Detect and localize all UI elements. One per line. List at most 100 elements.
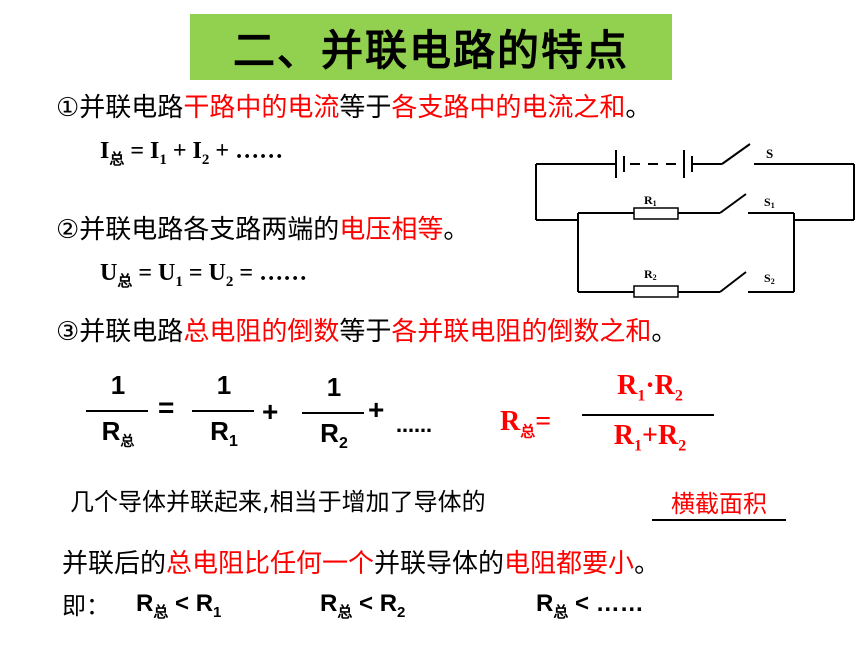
conclusion-2-red-2: 电阻都要小 (504, 549, 635, 579)
voltage-formula: U总 = U1 = U2 = …… (100, 260, 307, 291)
point-1-red-1: 干路中的电流 (183, 93, 340, 123)
current-formula-eq: = I (124, 138, 160, 164)
s2-label: S2 (764, 271, 775, 286)
frac-r2-bar (302, 412, 364, 414)
inequality-a-letter: R (136, 590, 154, 617)
voltage-formula-sub-1: 1 (175, 273, 183, 290)
reciprocal-plus-1: + (262, 396, 279, 427)
point-3-red-2: 各并联电阻的倒数之和 (391, 317, 652, 347)
point-2-lead: ②并联电路各支路两端的 (56, 215, 340, 245)
conclusion-2-tail: 。 (634, 549, 661, 579)
den-r1: R (613, 420, 635, 451)
point-3-mid: 等于 (339, 317, 392, 347)
current-formula: I总 = I1 + I2 + …… (100, 138, 283, 169)
voltage-formula-rest: = …… (233, 260, 308, 286)
num-r1-sub: 1 (637, 387, 646, 405)
current-formula-lhs-sub: 总 (109, 151, 125, 168)
current-formula-rest: + …… (209, 138, 284, 164)
switch-main-label: S (766, 146, 773, 161)
inequality-c: R总 < …… (536, 590, 644, 622)
point-1-tail: 。 (625, 93, 652, 123)
point-2-red: 电压相等 (339, 215, 444, 245)
r2-label-sub: 2 (653, 273, 657, 282)
current-formula-lhs: I (100, 138, 110, 164)
s2-label-sub: 2 (771, 277, 775, 286)
r1-label-sub: 1 (653, 199, 657, 208)
num-r2-sub: 2 (674, 387, 683, 405)
point-2: ②并联电路各支路两端的电压相等。 (56, 214, 469, 246)
frac-r1-den-letter: R (210, 416, 229, 446)
current-formula-sub-2: 2 (201, 151, 210, 168)
frac-r2-denominator: R2 (306, 418, 362, 453)
den-r2-sub: 2 (678, 437, 687, 455)
point-2-tail: 。 (443, 215, 470, 245)
den-r2: +R (642, 420, 679, 451)
point-1-lead: ①并联电路 (56, 93, 184, 123)
point-3-tail: 。 (651, 317, 678, 347)
inequality-a-index: 1 (213, 603, 222, 621)
conclusion-2-lead: 并联后的 (62, 549, 167, 579)
conclusion-1: 几个导体并联起来,相当于增加了导体的 (70, 486, 486, 518)
point-3-lead: ③并联电路 (56, 317, 184, 347)
current-formula-plus: + I (166, 138, 202, 164)
r2-label-letter: R (644, 267, 653, 281)
inequality-b-sub: 总 (337, 603, 353, 621)
inequality-b-rest: < R (352, 590, 398, 617)
inequality-a-sub: 总 (153, 603, 169, 621)
r2-label: R2 (644, 267, 657, 282)
inequality-a-rest: < R (168, 590, 214, 617)
s1-label: S1 (764, 195, 775, 210)
inequality-a: R总 < R1 (136, 590, 221, 622)
voltage-formula-eq: = U (132, 260, 176, 286)
conclusion-2: 并联后的总电阻比任何一个并联导体的电阻都要小。 (62, 548, 660, 580)
title-banner: 二、并联电路的特点 (190, 14, 672, 80)
inequality-prefix: 即： (62, 592, 110, 620)
product-formula-numerator: R1·R2 (590, 370, 710, 406)
frac-total-den-sub: 总 (120, 433, 135, 450)
point-1-red-2: 各支路中的电流之和 (391, 93, 626, 123)
product-formula-lhs: R总= (500, 406, 551, 442)
num-r1: R (617, 370, 638, 401)
current-formula-sub-1: 1 (159, 151, 167, 168)
frac-total-numerator: 1 (110, 370, 126, 400)
inequality-b-index: 2 (397, 603, 406, 621)
voltage-formula-eq-2: = U (182, 260, 226, 286)
inequality-b: R总 < R2 (320, 590, 405, 622)
parallel-circuit-diagram: S R1 S1 R2 S2 (535, 143, 855, 298)
frac-r2-den-sub: 2 (338, 435, 348, 453)
inequality-c-sub: 总 (553, 603, 569, 621)
point-3: ③并联电路总电阻的倒数等于各并联电阻的倒数之和。 (56, 316, 677, 348)
frac-total-denominator: R总 (90, 416, 146, 451)
frac-r2-numerator: 1 (326, 372, 342, 402)
frac-r1-numerator: 1 (216, 370, 232, 400)
r1-label-letter: R (644, 193, 653, 207)
point-1: ①并联电路干路中的电流等于各支路中的电流之和。 (56, 92, 651, 124)
voltage-formula-sub-2: 2 (225, 273, 234, 290)
reciprocal-plus-2: + (368, 394, 385, 425)
point-1-mid: 等于 (339, 93, 392, 123)
inequality-c-letter: R (536, 590, 554, 617)
reciprocal-equals: = (158, 392, 175, 423)
conclusion-2-red-1: 总电阻比任何一个 (166, 549, 375, 579)
voltage-formula-lhs: U (100, 260, 118, 286)
frac-r1-bar (192, 410, 254, 412)
frac-total-bar (86, 410, 148, 412)
s1-label-letter: S (764, 195, 771, 209)
product-formula-bar (582, 414, 714, 416)
r1-label: R1 (644, 193, 657, 208)
product-formula-equals: = (535, 406, 552, 437)
product-formula-denominator: R1+R2 (590, 420, 710, 456)
conclusion-2-mid: 并联导体的 (374, 549, 505, 579)
point-3-red-1: 总电阻的倒数 (183, 317, 340, 347)
inequality-c-rest: < …… (568, 590, 644, 617)
page-title: 二、并联电路的特点 (232, 25, 629, 75)
reciprocal-ellipsis: …… (396, 416, 432, 437)
frac-r1-den-sub: 1 (228, 433, 238, 451)
inequality-b-letter: R (320, 590, 338, 617)
frac-r1-denominator: R1 (196, 416, 252, 451)
product-formula-lhs-sub: 总 (520, 424, 536, 441)
s2-label-letter: S (764, 271, 771, 285)
conclusion-1-answer: 横截面积 (652, 484, 786, 521)
voltage-formula-lhs-sub: 总 (117, 273, 133, 290)
conclusion-1-text: 几个导体并联起来,相当于增加了导体的 (70, 488, 486, 516)
